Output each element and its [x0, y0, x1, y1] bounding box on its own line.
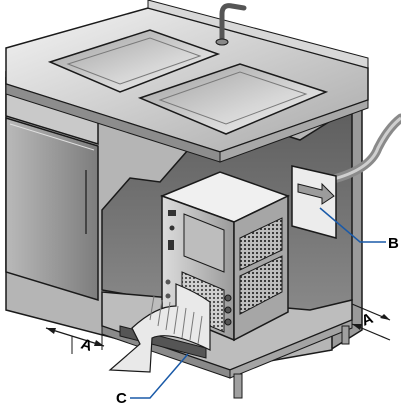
- water-fitting: [165, 279, 171, 285]
- cabinet-leg: [341, 325, 350, 345]
- switch: [168, 240, 174, 250]
- double-sink: [5, 0, 369, 163]
- callout-c: C: [116, 390, 127, 407]
- sink-backsplash: [147, 0, 369, 69]
- control-label: [168, 210, 176, 216]
- front-access-panel: [183, 213, 225, 273]
- callout-b-leader: [319, 207, 386, 243]
- control-knob: [169, 225, 175, 231]
- water-fitting: [165, 293, 171, 299]
- callout-c-leader: [130, 353, 189, 399]
- dimension-a-left: [45, 318, 105, 354]
- airflow-arrow-rear: [297, 182, 335, 205]
- rear-vent-opening: [291, 165, 337, 239]
- dimension-a-right: [351, 303, 391, 341]
- faucet: [219, 3, 247, 43]
- callout-b: B: [388, 235, 399, 252]
- airflow-arrow-front: [108, 283, 211, 373]
- sink-basin-left: [47, 29, 221, 93]
- cabinet-door: [5, 116, 99, 302]
- water-fitting: [224, 306, 232, 314]
- sink-basin-right: [137, 63, 329, 135]
- side-vent-grille: [239, 217, 283, 271]
- cabinet-leg: [233, 373, 243, 399]
- side-vent-grille: [239, 255, 283, 315]
- water-fitting: [224, 294, 232, 302]
- callout-a-left: A: [79, 336, 94, 355]
- water-fitting: [224, 318, 232, 326]
